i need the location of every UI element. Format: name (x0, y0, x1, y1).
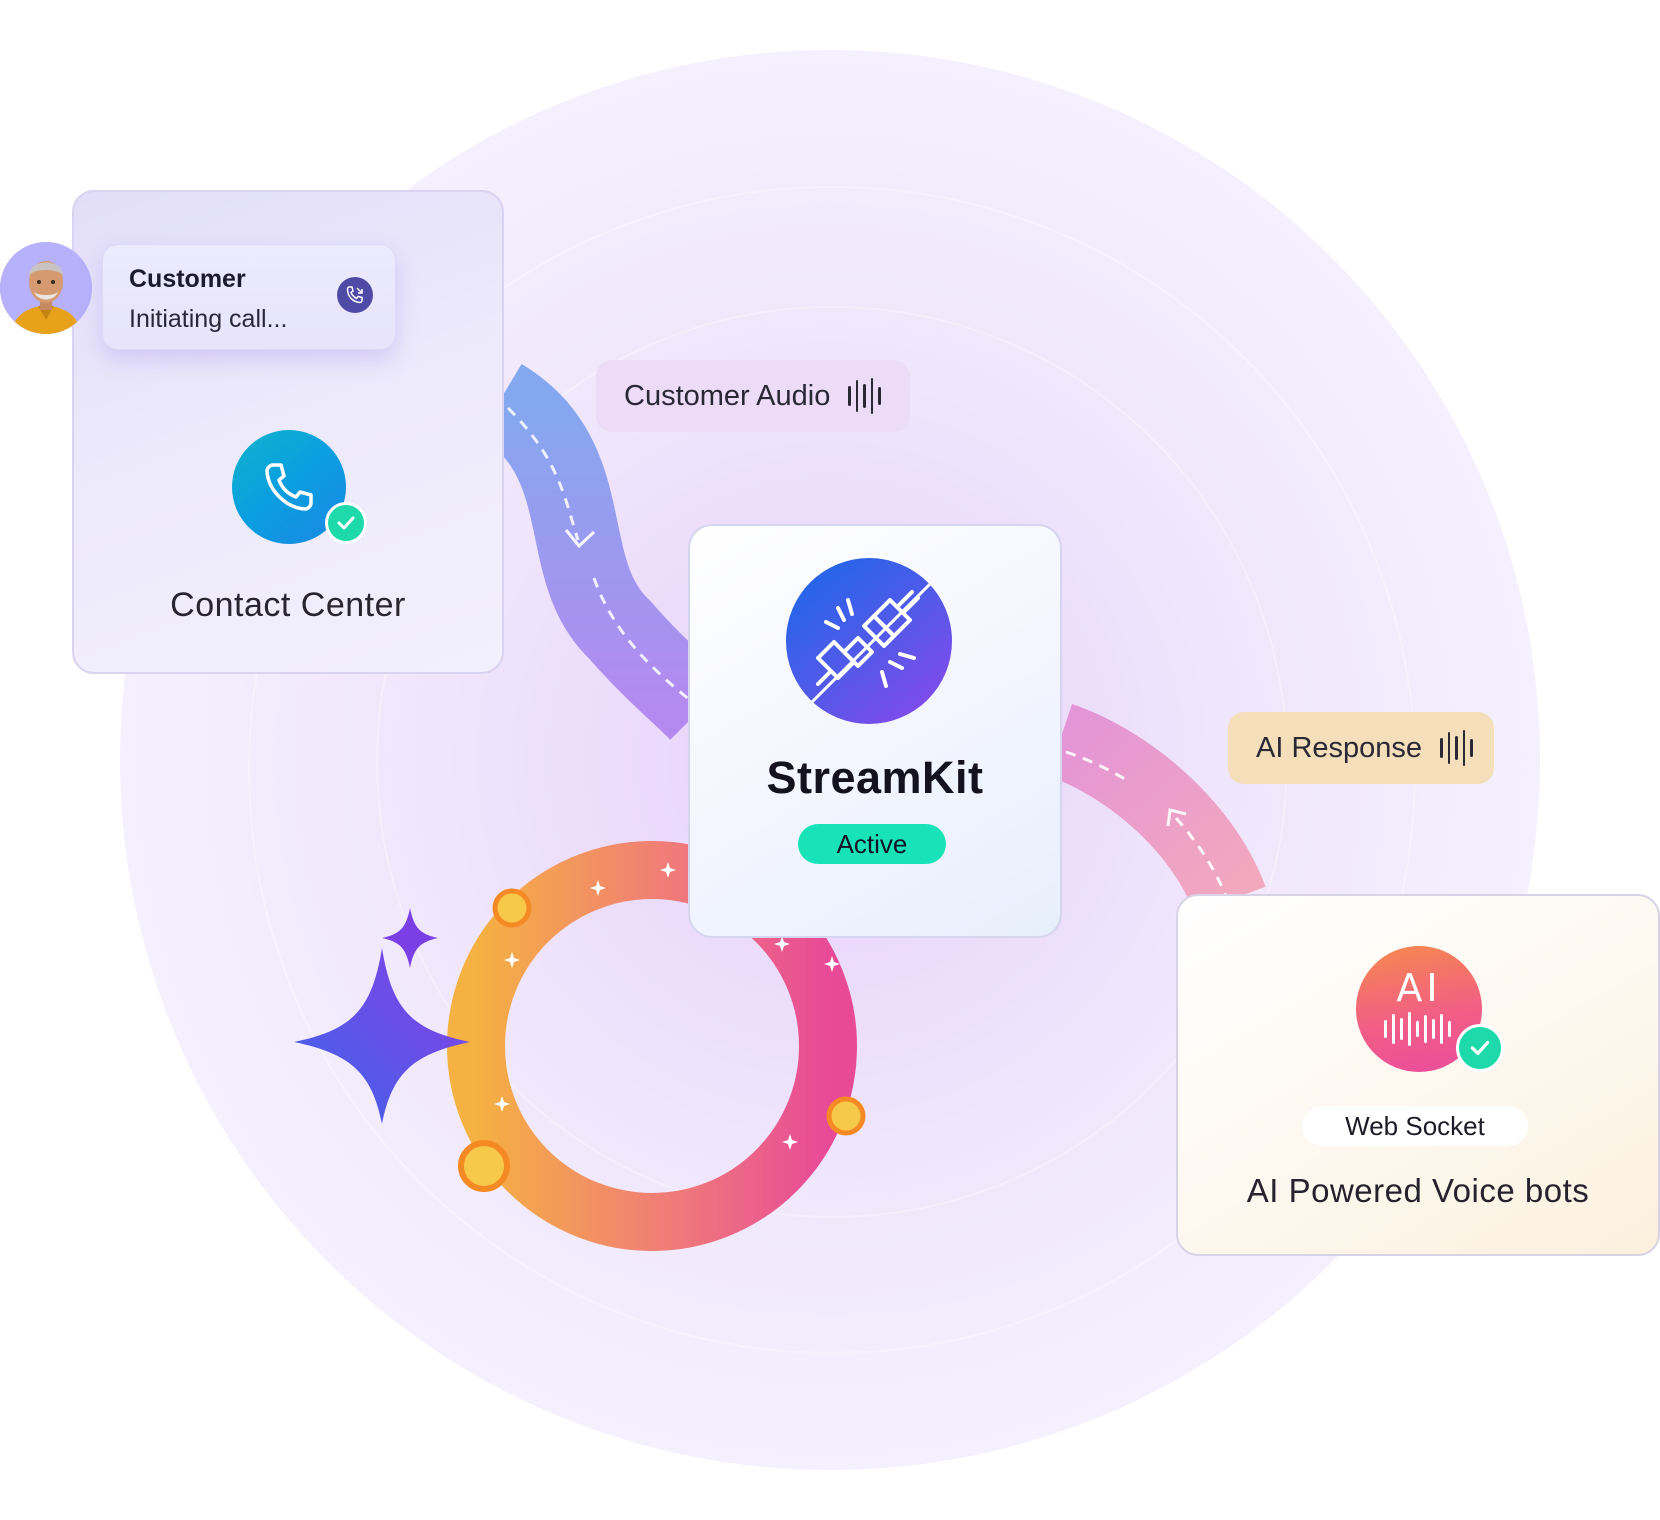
sparkle-icon (382, 908, 438, 968)
audio-flow-dash (506, 406, 580, 541)
sparkle-icon (294, 948, 470, 1124)
orbit-dot (826, 1096, 866, 1136)
incoming-call-icon (337, 277, 373, 313)
audio-flow-arrow (564, 529, 596, 549)
ai-wave (1384, 1012, 1451, 1046)
phone-icon (265, 463, 313, 511)
customer-audio-label: Customer Audio (596, 360, 910, 432)
response-flow-band (1047, 703, 1266, 915)
customer-audio-text: Customer Audio (624, 379, 831, 412)
audio-flow-dash (592, 577, 691, 702)
response-flow-dash (1065, 750, 1131, 784)
audio-wave-icon (848, 378, 881, 414)
orbit-dot (458, 1140, 510, 1192)
plug-disconnect-icon (786, 558, 952, 724)
audio-flow-band (476, 364, 730, 740)
ai-response-label: AI Response (1228, 712, 1494, 784)
contact-center-title: Contact Center (170, 586, 406, 624)
customer-name: Customer (129, 265, 246, 293)
check-icon (325, 502, 367, 544)
web-socket-badge: Web Socket (1302, 1106, 1528, 1146)
ai-icon-text: AI (1396, 966, 1442, 1010)
streamkit-title: StreamKit (766, 752, 984, 803)
status-badge: Active (798, 824, 946, 864)
avatar (0, 242, 92, 334)
ai-response-text: AI Response (1256, 731, 1423, 764)
audio-wave-icon (1440, 730, 1473, 766)
orbit-dot (492, 888, 532, 928)
ring-sparkles (494, 862, 840, 1150)
orbit-ring (447, 841, 857, 1251)
check-icon (1456, 1024, 1504, 1072)
customer-status: Initiating call... (129, 305, 288, 333)
response-flow-arrow (1166, 808, 1187, 827)
customer-call-notification[interactable]: Customer Initiating call... (102, 244, 396, 350)
ai-bots-title: AI Powered Voice bots (1246, 1172, 1590, 1209)
